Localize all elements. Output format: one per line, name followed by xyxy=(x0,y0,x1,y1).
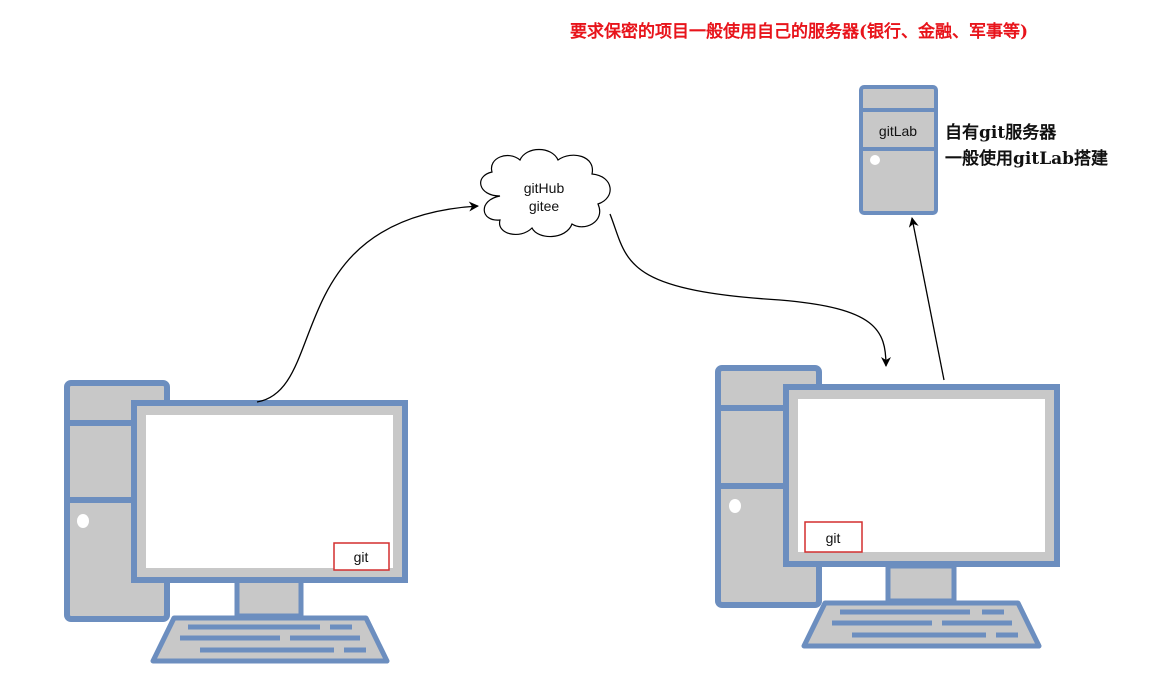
server-tower-icon xyxy=(859,85,938,215)
server-label: gitLab xyxy=(879,123,917,139)
left-git-badge-label: git xyxy=(354,549,369,565)
cloud-label-line1: gitHub xyxy=(524,180,565,196)
arrow-cloud-to-right-pc xyxy=(609,213,891,367)
cloud-label-line2: gitee xyxy=(529,198,560,214)
arrow-right-pc-to-server xyxy=(908,217,945,381)
cloud-icon xyxy=(480,148,611,238)
left-git-badge xyxy=(333,542,390,571)
left-desktop-computer-icon xyxy=(64,380,408,664)
right-desktop-computer-icon xyxy=(715,365,1060,649)
server-note-line1: 自有git服务器 xyxy=(945,122,1057,143)
server-note-line2: 一般使用gitLab搭建 xyxy=(945,148,1108,169)
confidential-note: 要求保密的项目一般使用自己的服务器(银行、金融、军事等) xyxy=(570,21,1028,42)
right-git-badge xyxy=(804,521,863,553)
arrow-left-pc-to-cloud xyxy=(256,201,479,403)
right-git-badge-label: git xyxy=(826,530,841,546)
